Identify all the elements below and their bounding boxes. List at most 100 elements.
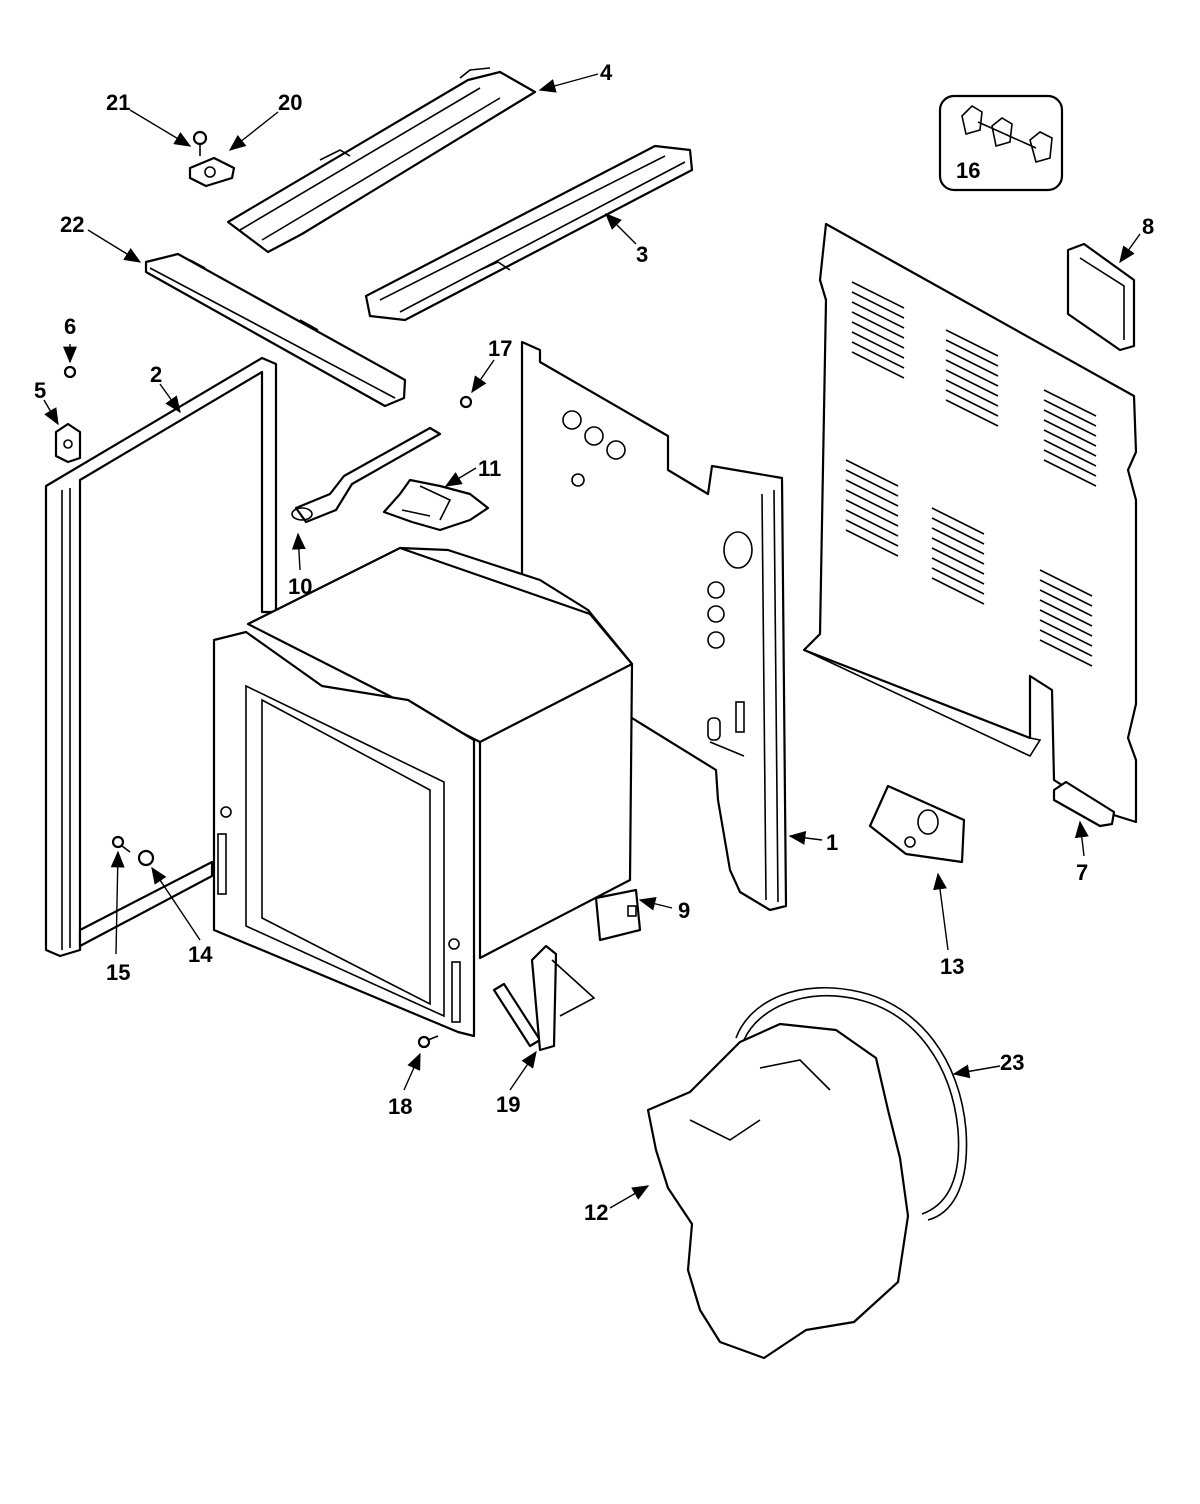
label-part-18: 18 [388, 1094, 412, 1119]
vent-slot [851, 291, 905, 319]
label-part-20: 20 [278, 90, 302, 115]
label-part-19: 19 [496, 1092, 520, 1117]
label-part-12: 12 [584, 1200, 608, 1225]
hinge-19 [492, 944, 596, 1052]
label-part-4: 4 [600, 60, 613, 85]
screw-15 [111, 835, 131, 853]
vent-slot [945, 339, 999, 367]
vent-slot [931, 507, 985, 535]
vent-slot [851, 311, 905, 339]
vent-slot [1043, 439, 1097, 467]
vent-slot [851, 301, 905, 329]
vent-slot [851, 331, 905, 359]
switch-20 [188, 156, 236, 188]
vent-slot [845, 519, 899, 547]
vent-slot [845, 469, 899, 497]
vent-slot [1043, 389, 1097, 417]
label-part-8: 8 [1142, 214, 1154, 239]
vent-slot [851, 351, 905, 379]
label-part-1: 1 [826, 830, 838, 855]
label-part-23: 23 [1000, 1050, 1024, 1075]
vent-slot [1039, 639, 1093, 667]
callouts [43, 73, 1141, 1209]
screw-18 [417, 1035, 439, 1049]
bracket-9 [594, 888, 642, 942]
vent-slot [845, 529, 899, 557]
vent-slot [1039, 579, 1093, 607]
back-panel-vents [845, 281, 1097, 667]
vent-slot [851, 321, 905, 349]
vent-slot [845, 499, 899, 527]
label-part-21: 21 [106, 90, 130, 115]
top-rail-4 [226, 67, 537, 254]
vent-slot [1039, 619, 1093, 647]
insulation-12 [646, 1022, 910, 1360]
label-part-16: 16 [956, 158, 980, 183]
side-panel-1 [520, 340, 788, 912]
vent-slot [845, 459, 899, 487]
vent-slot [945, 379, 999, 407]
label-part-11: 11 [478, 456, 501, 481]
latch-11 [382, 478, 490, 532]
oven-front-frame [212, 630, 476, 1038]
screw-17 [459, 395, 473, 409]
vent-slot [931, 567, 985, 595]
vent-slot [945, 329, 999, 357]
vent-slot [931, 547, 985, 575]
vent-slot [1043, 419, 1097, 447]
vent-slot [1039, 599, 1093, 627]
bracket-8 [1066, 242, 1136, 352]
vent-slot [1043, 449, 1097, 477]
label-part-14: 14 [188, 942, 213, 967]
front-trim-22 [144, 252, 407, 408]
label-part-7: 7 [1076, 860, 1088, 885]
label-part-5: 5 [34, 378, 46, 403]
vent-slot [1039, 569, 1093, 597]
vent-slot [945, 369, 999, 397]
vent-slot [1043, 429, 1097, 457]
vent-slot [931, 557, 985, 585]
part-labels: 4 3 22 20 21 6 5 2 17 11 10 1 8 7 13 9 1… [34, 60, 1154, 1225]
insulation-wrap-23 [735, 987, 968, 1221]
bracket-5 [54, 422, 82, 464]
label-part-3: 3 [636, 242, 648, 267]
vent-slot [1039, 629, 1093, 657]
inset-box-16 [938, 94, 1064, 192]
bracket-7 [1052, 780, 1116, 828]
vent-slot [851, 341, 905, 369]
bracket-13 [868, 784, 966, 864]
vent-slot [945, 359, 999, 387]
vent-slot [1043, 399, 1097, 427]
screw-21 [192, 130, 208, 156]
top-rail-3 [364, 144, 694, 322]
label-part-2: 2 [150, 362, 162, 387]
vent-slot [931, 537, 985, 565]
label-part-10: 10 [288, 574, 312, 599]
label-part-9: 9 [678, 898, 690, 923]
hinge-arm-10 [291, 426, 442, 524]
vent-slot [931, 527, 985, 555]
screw-6 [63, 365, 77, 379]
vent-slot [1043, 409, 1097, 437]
vent-slot [945, 349, 999, 377]
vent-slot [845, 479, 899, 507]
label-part-22: 22 [60, 212, 84, 237]
vent-slot [945, 389, 999, 417]
front-frame-2 [44, 356, 278, 958]
label-part-17: 17 [488, 336, 512, 361]
vent-slot [1043, 459, 1097, 487]
vent-slot [845, 509, 899, 537]
vent-slot [851, 281, 905, 309]
vent-slot [931, 577, 985, 605]
screw-14 [137, 849, 155, 867]
label-part-13: 13 [940, 954, 964, 979]
vent-slot [1039, 609, 1093, 637]
vent-slot [931, 517, 985, 545]
label-part-15: 15 [106, 960, 130, 985]
label-part-6: 6 [64, 314, 76, 339]
vent-slot [945, 399, 999, 427]
vent-slot [845, 489, 899, 517]
vent-slot [1039, 589, 1093, 617]
